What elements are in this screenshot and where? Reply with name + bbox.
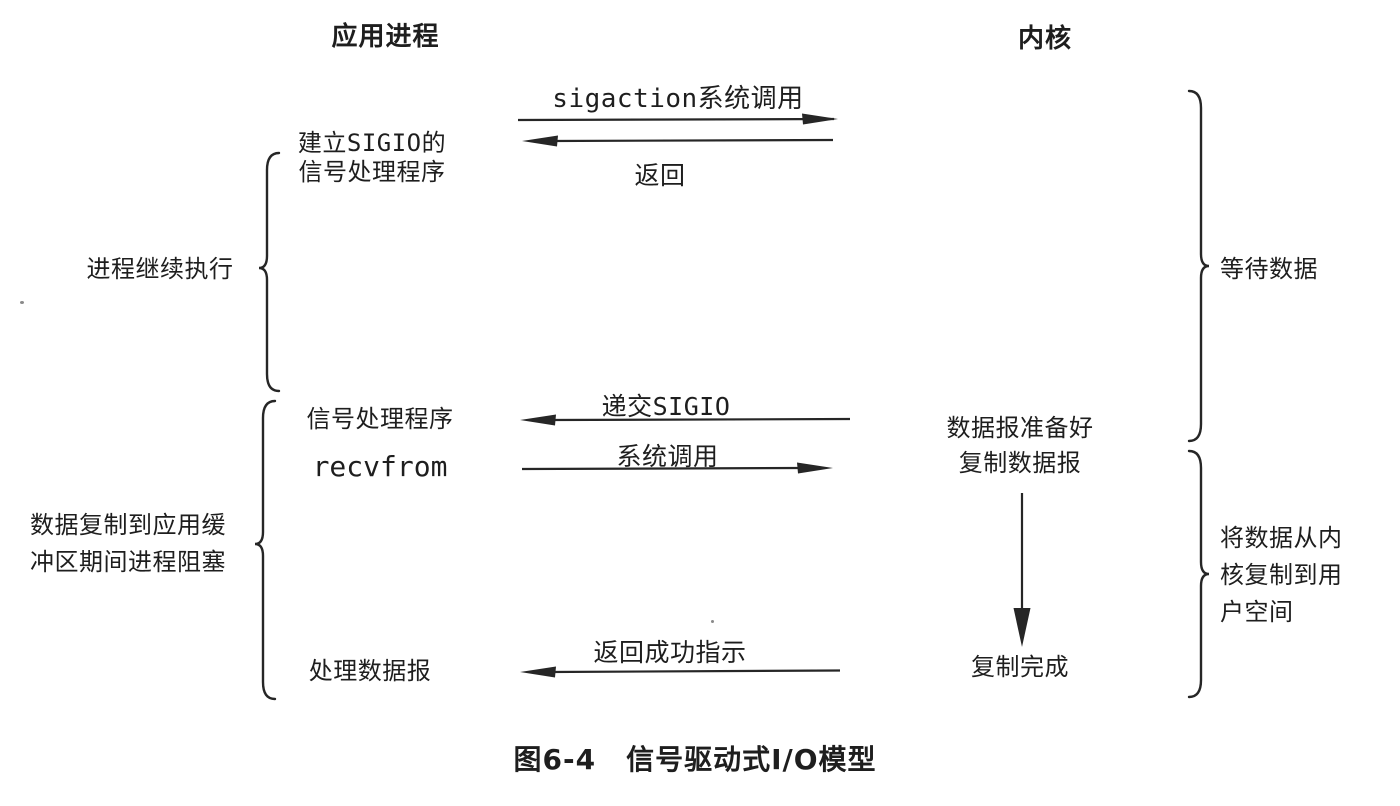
arrow-down-icon	[1013, 493, 1031, 647]
app-step-signal-handler: 信号处理程序	[306, 405, 454, 433]
arrow-right-icon	[521, 462, 833, 474]
arrow-label-return: 返回	[634, 161, 686, 190]
annotation-copy-to-user-space-line1: 将数据从内	[1220, 524, 1343, 552]
arrow-label-deliver-sigio: 递交SIGIO	[601, 392, 731, 421]
arrow-left-icon	[520, 414, 851, 426]
kernel-step-datagram-ready-line1: 数据报准备好	[946, 414, 1094, 442]
curly-brace-right-top-icon	[1187, 89, 1210, 443]
annotation-wait-for-data: 等待数据	[1220, 255, 1318, 283]
scan-speck	[20, 301, 24, 304]
app-step-establish-handler-line1: 建立SIGIO的	[297, 129, 447, 157]
curly-brace-left-top-icon	[258, 151, 281, 393]
kernel-column-title: 内核	[1017, 24, 1072, 54]
curly-brace-left-bottom-icon	[254, 399, 277, 701]
curly-brace-right-bottom-icon	[1187, 449, 1210, 699]
figure-caption-title: 信号驱动式I/O模型	[626, 743, 877, 776]
kernel-step-datagram-ready-line2: 复制数据报	[958, 449, 1082, 477]
arrow-left-icon	[520, 666, 841, 678]
kernel-step-datagram-ready: 数据报准备好 复制数据报	[918, 411, 1122, 481]
annotation-process-blocked-line2: 冲区期间进程阻塞	[30, 548, 226, 576]
app-step-process-datagram: 处理数据报	[308, 657, 432, 685]
annotation-copy-to-user-space-line3: 户空间	[1220, 598, 1294, 626]
app-column-title: 应用进程	[331, 22, 440, 52]
kernel-step-copy-complete: 复制完成	[971, 653, 1069, 681]
annotation-copy-to-user-space-line2: 核复制到用	[1220, 561, 1343, 589]
app-step-establish-handler-line2: 信号处理程序	[298, 158, 446, 186]
figure-caption-number: 图6-4	[513, 743, 597, 776]
arrow-label-sigaction-call: sigaction系统调用	[552, 84, 804, 114]
annotation-process-blocked-line1: 数据复制到应用缓	[30, 511, 226, 539]
figure-caption: 图6-4 信号驱动式I/O模型	[430, 738, 960, 778]
scan-speck	[711, 620, 714, 623]
app-step-establish-handler: 建立SIGIO的 信号处理程序	[286, 129, 458, 187]
annotation-copy-to-user-space: 将数据从内 核复制到用 户空间	[1220, 520, 1380, 631]
app-step-recvfrom: recvfrom	[312, 450, 448, 483]
annotation-process-continues: 进程继续执行	[86, 255, 234, 283]
arrow-label-syscall: 系统调用	[616, 442, 719, 471]
arrow-label-return-success: 返回成功指示	[593, 638, 747, 667]
annotation-process-blocked: 数据复制到应用缓 冲区期间进程阻塞	[4, 507, 252, 581]
arrow-right-icon	[517, 113, 838, 125]
arrow-left-icon	[522, 135, 834, 147]
